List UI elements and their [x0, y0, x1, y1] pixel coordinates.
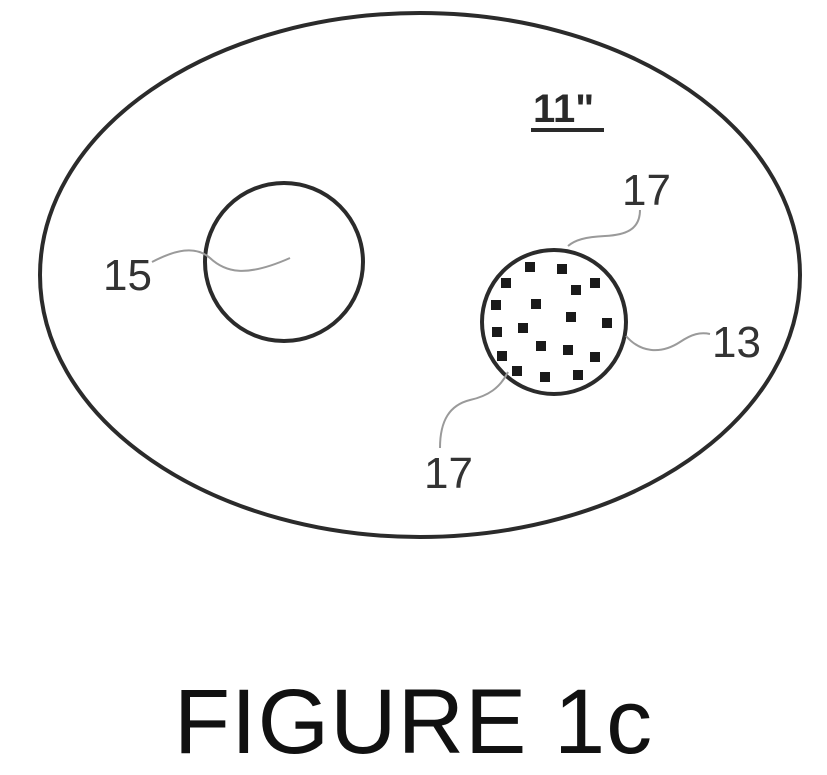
- label-17-top: 17: [622, 166, 671, 215]
- leader-line-15: [152, 250, 290, 271]
- dot: [571, 285, 581, 295]
- leader-line-17-bottom: [440, 372, 508, 448]
- dot: [540, 372, 550, 382]
- dot: [563, 345, 573, 355]
- main-reference-label: 11": [533, 87, 594, 131]
- dot-pattern: [491, 262, 612, 382]
- dot: [491, 300, 501, 310]
- dot: [492, 327, 502, 337]
- leader-line-17-top: [568, 210, 640, 246]
- figure-caption: FIGURE 1c: [0, 670, 827, 775]
- leader-line-13: [626, 333, 710, 350]
- label-13: 13: [712, 318, 761, 367]
- dot: [518, 323, 528, 333]
- open-circle: [205, 183, 363, 341]
- dot: [536, 341, 546, 351]
- dot: [525, 262, 535, 272]
- dot: [590, 352, 600, 362]
- label-15: 15: [103, 251, 152, 300]
- dot: [557, 264, 567, 274]
- dot: [512, 366, 522, 376]
- dot: [602, 318, 612, 328]
- dot: [501, 278, 511, 288]
- outer-ellipse: [40, 13, 800, 537]
- dot: [531, 299, 541, 309]
- dot: [566, 312, 576, 322]
- dot: [497, 351, 507, 361]
- dot: [573, 370, 583, 380]
- dot: [590, 278, 600, 288]
- label-17-bottom: 17: [424, 449, 473, 498]
